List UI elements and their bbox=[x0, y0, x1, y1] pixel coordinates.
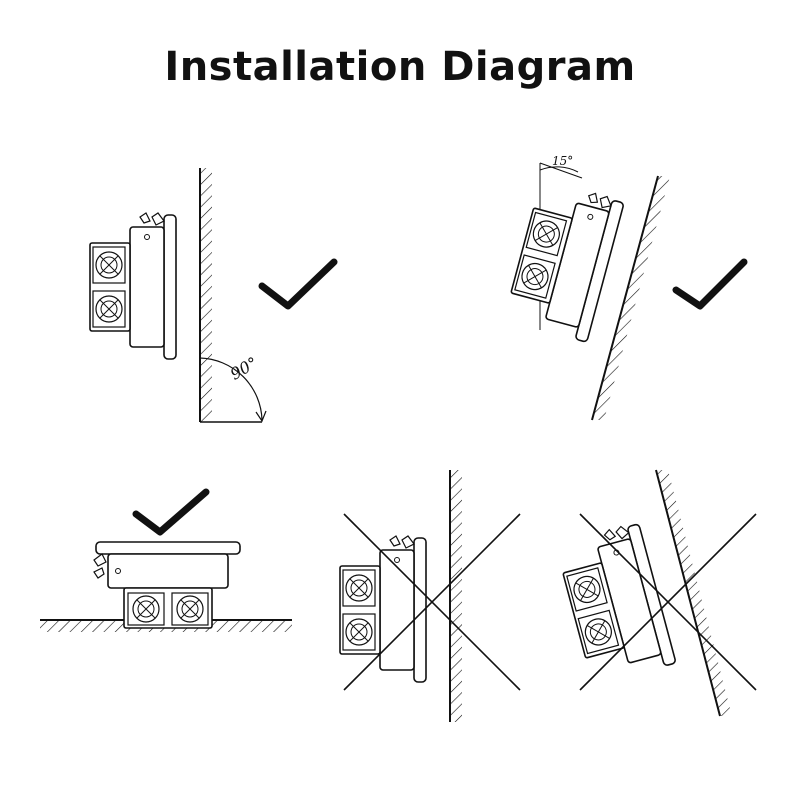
inverter-unit bbox=[89, 212, 177, 360]
tilted-wall-hatch bbox=[592, 176, 670, 420]
angle-label-15: 15° bbox=[552, 154, 573, 168]
inverter-unit bbox=[554, 521, 677, 686]
cross-mark-b bbox=[579, 513, 757, 691]
check-mark bbox=[132, 488, 210, 536]
angle-arrow bbox=[255, 410, 267, 423]
check-mark bbox=[258, 258, 338, 310]
cross-mark-b bbox=[343, 513, 521, 691]
panel-upside-down-wall bbox=[339, 470, 521, 722]
panel-tilted-wall: 15° bbox=[502, 154, 748, 421]
panel-horizontal-floor bbox=[40, 488, 292, 632]
angle-arc bbox=[199, 357, 263, 421]
inverter-unit bbox=[339, 535, 427, 683]
check-mark bbox=[672, 258, 748, 310]
reference-line-tilt bbox=[539, 162, 583, 179]
tilted-wall-hatch bbox=[656, 470, 732, 716]
panel-vertical-wall: 90° bbox=[89, 168, 338, 423]
wall-hatch bbox=[450, 470, 462, 722]
inverter-unit bbox=[93, 541, 241, 629]
inverter-unit bbox=[502, 178, 626, 344]
wall-hatch bbox=[200, 168, 212, 422]
diagram-title: Installation Diagram bbox=[164, 44, 636, 90]
angle-label-90: 90° bbox=[227, 353, 261, 384]
angle-arc-15 bbox=[539, 166, 579, 173]
panel-overhang-wall bbox=[554, 469, 757, 717]
